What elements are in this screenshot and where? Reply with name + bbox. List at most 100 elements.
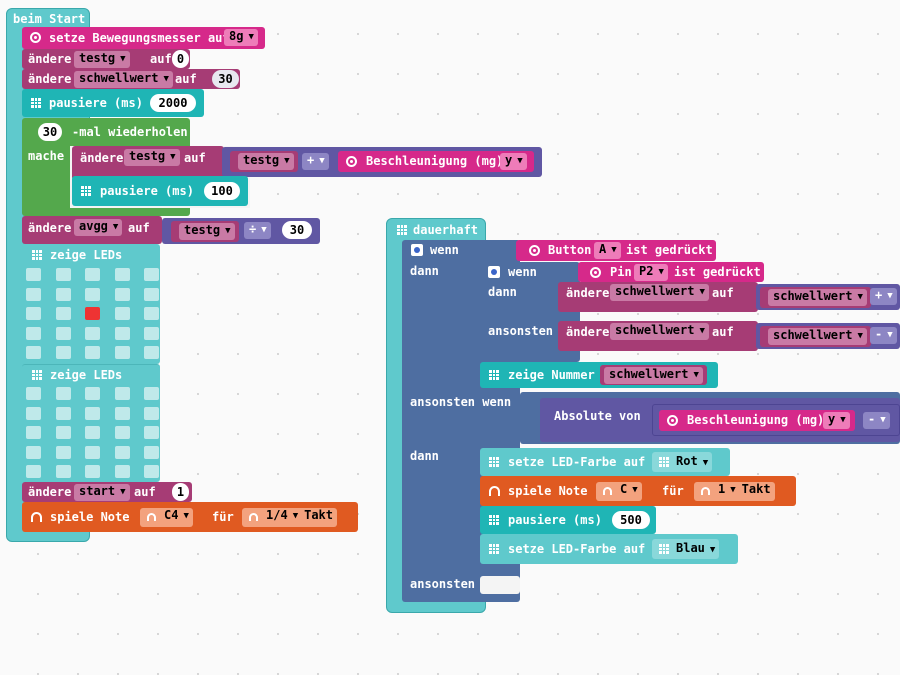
pin-dropdown[interactable]: P2▼ [634, 264, 668, 281]
change-start-block[interactable]: ändere start▼ auf 1 [22, 482, 192, 502]
led-cell[interactable] [85, 346, 100, 359]
color-dropdown[interactable]: Rot▼ [652, 452, 713, 472]
led-cell[interactable] [114, 445, 130, 459]
var-dropdown-schwellwert[interactable]: schwellwert▼ [768, 328, 867, 345]
var-dropdown-testg[interactable]: testg▼ [179, 223, 235, 240]
number-variable[interactable]: schwellwert▼ [600, 365, 707, 385]
led-cell[interactable] [26, 326, 41, 340]
led-cell[interactable] [26, 387, 41, 400]
absolute-value-block[interactable]: Absolute von Beschleunigung (mg) y▼ -▼ [540, 398, 900, 442]
led-cell[interactable] [26, 287, 41, 301]
led-cell[interactable] [55, 346, 71, 359]
show-number-block[interactable]: zeige Nummer schwellwert▼ [480, 362, 718, 388]
var-dropdown-schwellwert[interactable]: schwellwert▼ [610, 284, 709, 301]
led-cell[interactable] [55, 406, 71, 420]
led-cell[interactable] [144, 445, 159, 459]
led-cell[interactable] [26, 307, 41, 320]
led-cell[interactable] [114, 426, 130, 439]
operator-dropdown[interactable]: -▼ [863, 412, 890, 429]
accel-range-dropdown[interactable]: 8g▼ [224, 29, 258, 46]
beat-dropdown[interactable]: 1/4▼Takt [242, 508, 338, 527]
led-cell[interactable] [26, 445, 41, 459]
change-threshold-block[interactable]: ändere schwellwert▼ auf 30 [22, 69, 240, 89]
led-cell-on[interactable] [85, 307, 100, 320]
led-cell[interactable] [55, 326, 71, 340]
var-dropdown-avgg[interactable]: avgg▼ [74, 219, 123, 236]
var-dropdown-testg[interactable]: testg▼ [124, 149, 180, 166]
led-cell[interactable] [85, 326, 100, 340]
led-cell[interactable] [85, 465, 100, 478]
led-cell[interactable] [85, 406, 100, 420]
led-cell[interactable] [144, 287, 159, 301]
change-testg-accumulate-block[interactable]: ändere testg▼ auf [72, 146, 224, 180]
led-cell[interactable] [114, 465, 130, 478]
math-add-block[interactable]: testg▼ +▼ Beschleunigung (mg) y▼ [222, 147, 542, 177]
math-subtract-block[interactable]: schwellwert▼ -▼ [756, 323, 900, 349]
var-dropdown-testg[interactable]: testg▼ [238, 153, 294, 170]
var-dropdown-schwellwert[interactable]: schwellwert▼ [768, 289, 867, 306]
var-dropdown-start[interactable]: start▼ [74, 484, 130, 501]
math-add-block[interactable]: schwellwert▼ +▼ [756, 284, 900, 310]
led-cell[interactable] [26, 406, 41, 420]
led-cell[interactable] [114, 287, 130, 301]
change-avgg-block[interactable]: ändere avgg▼ auf [22, 216, 162, 244]
led-cell[interactable] [144, 465, 159, 478]
value-input[interactable]: 0 [172, 50, 189, 68]
value-input[interactable]: 30 [212, 70, 239, 88]
repeat-count-input[interactable]: 30 [38, 123, 62, 141]
led-cell[interactable] [55, 465, 71, 478]
pause-value-input[interactable]: 500 [612, 511, 650, 529]
var-dropdown-schwellwert[interactable]: schwellwert▼ [610, 323, 709, 340]
lhs-variable[interactable]: schwellwert▼ [760, 287, 871, 308]
set-led-color-red-block[interactable]: setze LED-Farbe auf Rot▼ [480, 448, 730, 476]
pause-block[interactable]: pausiere (ms) 100 [72, 176, 248, 206]
led-cell[interactable] [114, 346, 130, 359]
operator-dropdown[interactable]: -▼ [870, 327, 897, 344]
led-cell[interactable] [26, 465, 41, 478]
led-grid-2[interactable] [26, 387, 159, 479]
note-dropdown[interactable]: C▼ [596, 482, 642, 501]
led-cell[interactable] [144, 326, 159, 340]
pin-pressed-block[interactable]: Pin P2▼ ist gedrückt [578, 262, 764, 282]
var-dropdown-testg[interactable]: testg▼ [74, 51, 130, 68]
led-cell[interactable] [26, 426, 41, 439]
led-cell[interactable] [114, 307, 130, 320]
axis-dropdown[interactable]: y▼ [500, 153, 527, 170]
value-input[interactable]: 1 [172, 483, 189, 501]
led-cell[interactable] [144, 406, 159, 420]
math-divide-block[interactable]: testg▼ ÷▼ 30 [162, 218, 320, 244]
operator-dropdown[interactable]: +▼ [870, 288, 897, 305]
show-leds-block-1[interactable]: zeige LEDs [22, 244, 160, 364]
led-cell[interactable] [114, 326, 130, 340]
pause-block[interactable]: pausiere (ms) 500 [480, 506, 656, 534]
operator-dropdown[interactable]: +▼ [302, 153, 329, 170]
led-cell[interactable] [55, 426, 71, 439]
pause-value-input[interactable]: 100 [204, 182, 240, 200]
axis-dropdown[interactable]: y▼ [823, 412, 850, 429]
led-cell[interactable] [144, 268, 159, 281]
led-cell[interactable] [55, 268, 71, 281]
change-threshold-minus-block[interactable]: ändere schwellwert▼ auf [558, 321, 758, 351]
operator-dropdown[interactable]: ÷▼ [244, 222, 271, 239]
pause-value-input[interactable]: 2000 [150, 94, 196, 112]
led-cell[interactable] [85, 445, 100, 459]
led-cell[interactable] [55, 445, 71, 459]
led-cell[interactable] [55, 387, 71, 400]
led-cell[interactable] [85, 387, 100, 400]
lhs-variable[interactable]: schwellwert▼ [760, 326, 871, 347]
lhs-variable[interactable]: testg▼ [171, 221, 239, 242]
color-dropdown[interactable]: Blau▼ [652, 539, 720, 559]
play-note-block[interactable]: spiele Note C▼ für 1▼Takt [480, 476, 796, 506]
note-dropdown[interactable]: C4▼ [140, 508, 193, 527]
set-accelerometer-range-block[interactable]: setze Bewegungsmesser auf 8g▼ [22, 27, 265, 49]
acceleration-block[interactable]: Beschleunigung (mg) y▼ [659, 410, 855, 431]
var-dropdown-schwellwert[interactable]: schwellwert▼ [74, 71, 173, 88]
play-note-block[interactable]: spiele Note C4▼ für 1/4▼Takt [22, 502, 358, 532]
led-cell[interactable] [85, 287, 100, 301]
led-cell[interactable] [144, 346, 159, 359]
button-dropdown[interactable]: A▼ [594, 242, 621, 259]
led-cell[interactable] [144, 387, 159, 400]
led-cell[interactable] [85, 426, 100, 439]
acceleration-block[interactable]: Beschleunigung (mg) y▼ [338, 151, 534, 172]
led-cell[interactable] [144, 426, 159, 439]
